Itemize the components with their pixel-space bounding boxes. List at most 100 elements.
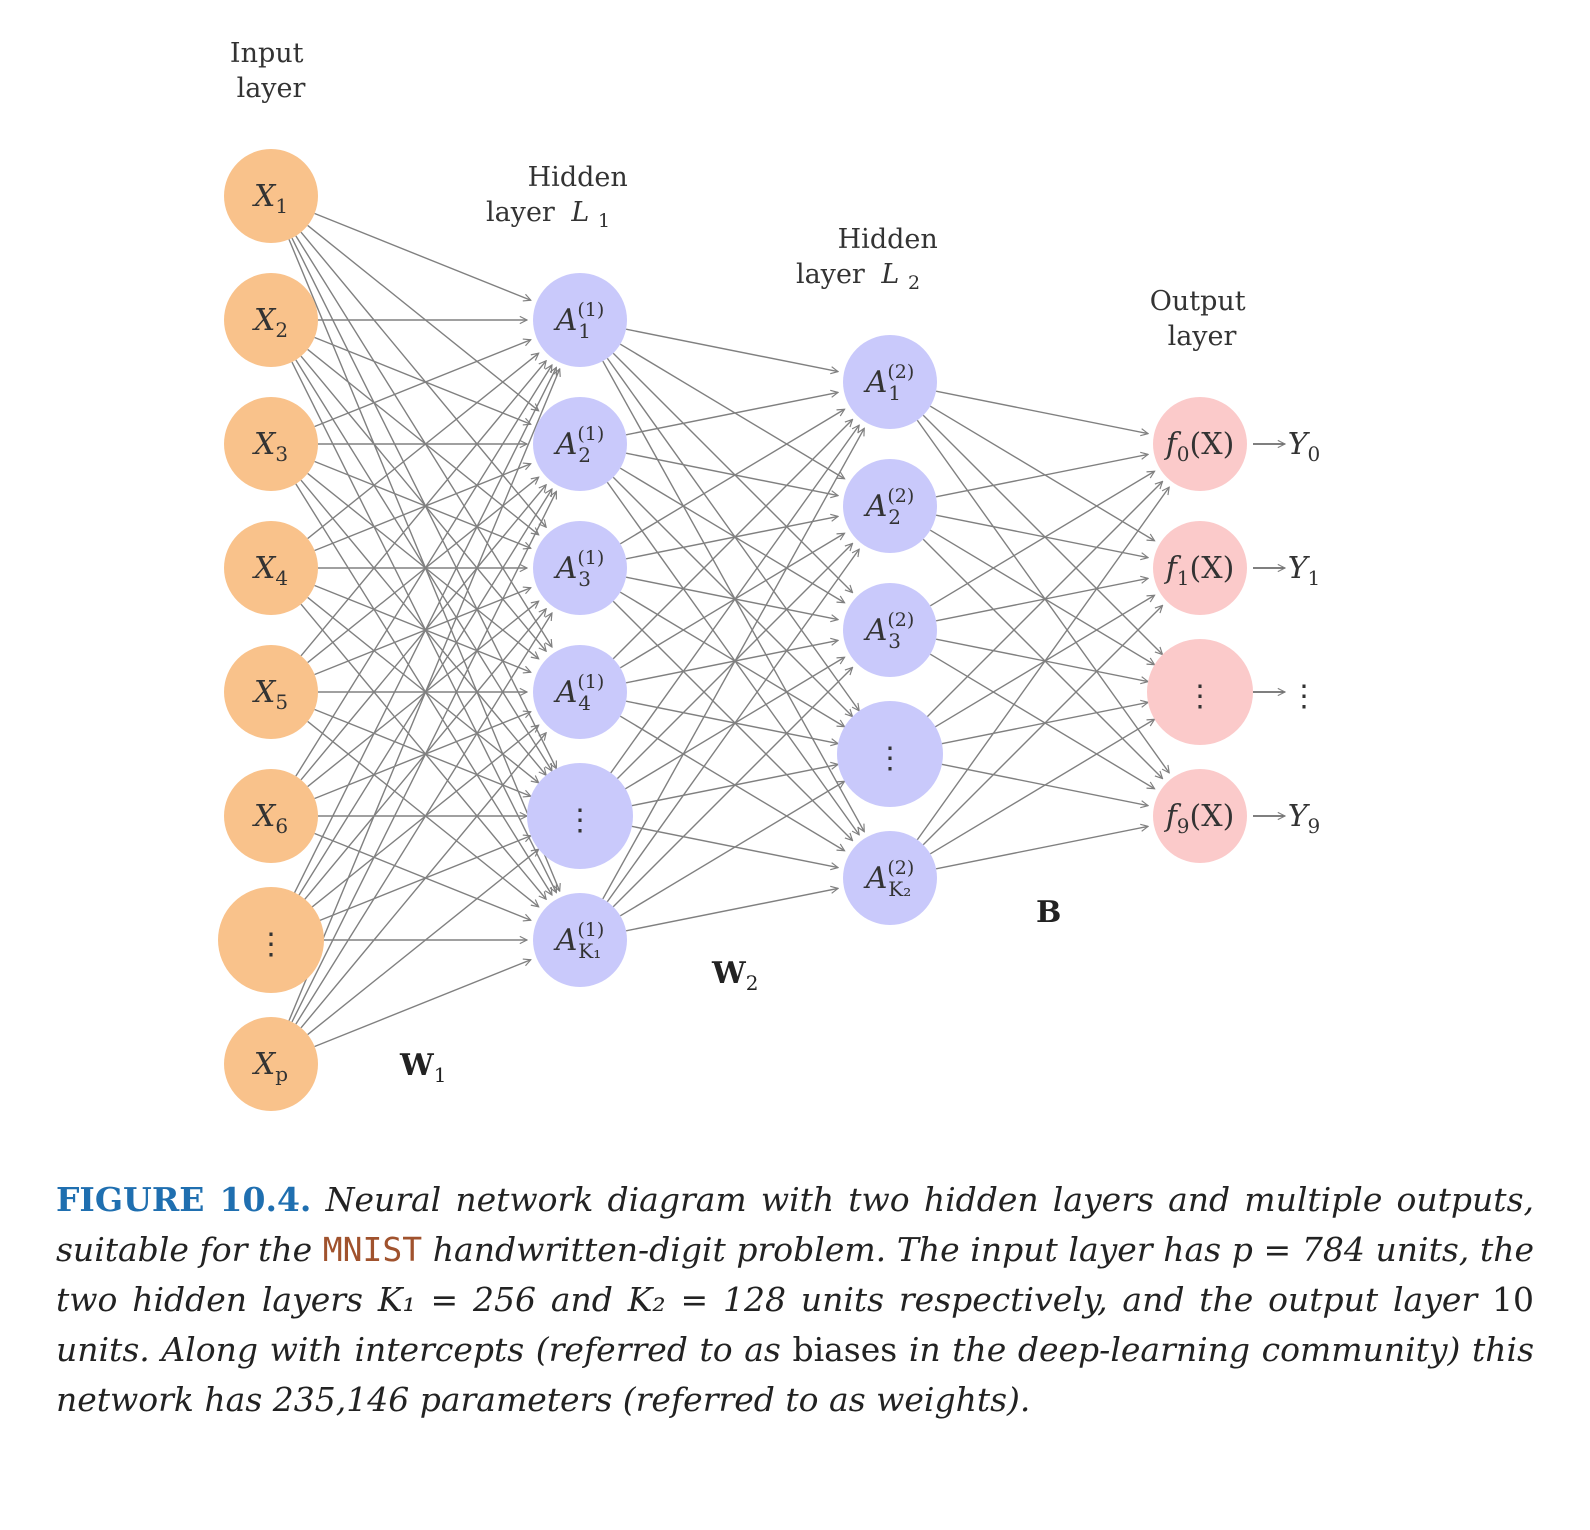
- edge-hidden2-2-to-output-1: [935, 454, 1148, 498]
- output-node-1: f0(X)Y0: [1153, 397, 1320, 491]
- output-y-label: Y1: [1288, 551, 1321, 590]
- caption-k2-equation: K₂ = 128: [627, 1280, 786, 1319]
- output-node-2: f1(X) Y1: [1153, 521, 1320, 615]
- output-y-label: Y9: [1288, 799, 1321, 838]
- input-node-circle: [224, 1017, 318, 1111]
- hidden1-node-3: A(1)3: [533, 521, 627, 615]
- edge-hidden1-2-to-hidden2-5: [606, 481, 859, 835]
- hidden2-node-3: A(2)3: [843, 583, 937, 677]
- input-node-label: X3: [252, 427, 288, 466]
- output-node-label: f1(X): [1164, 551, 1235, 590]
- edge-hidden2-3-to-output-2: [935, 578, 1148, 622]
- edge-input-4-to-hidden1-4: [314, 584, 531, 673]
- edge-hidden1-3-to-hidden2-5: [612, 600, 852, 840]
- edge-hidden1-4-to-hidden2-3: [625, 640, 838, 684]
- hidden1-node-5: ⋮: [527, 763, 633, 869]
- edge-hidden1-5-to-hidden2-3: [619, 657, 844, 793]
- edge-input-3-to-hidden1-6: [295, 483, 552, 895]
- edge-input-5-to-hidden1-6: [307, 720, 539, 906]
- hidden1-node-circle: [527, 763, 633, 869]
- input-node-label: X4: [252, 551, 288, 590]
- edge-input-1-to-hidden1-1: [314, 212, 531, 301]
- edge-hidden1-6-to-hidden2-3: [612, 667, 852, 908]
- hidden2-node-circle: [843, 335, 937, 429]
- input-node-5: X5: [224, 645, 318, 739]
- input-node-circle: [224, 769, 318, 863]
- edge-hidden1-3-to-hidden2-2: [625, 516, 838, 560]
- edge-hidden1-6-to-hidden2-4: [619, 781, 844, 917]
- input-node-circle: [224, 397, 318, 491]
- weight-w2-label: W2: [711, 956, 758, 995]
- edge-hidden1-3-to-hidden2-3: [625, 576, 838, 619]
- edge-input-6-to-hidden1-1: [295, 365, 552, 777]
- edge-input-8-to-hidden1-4: [300, 733, 546, 1029]
- caption-text-6: units. Along with intercepts (referred t…: [56, 1330, 781, 1369]
- edge-hidden1-2-to-hidden2-1: [625, 392, 838, 436]
- edge-hidden1-1-to-hidden2-2: [619, 343, 844, 479]
- edge-input-6-to-hidden1-3: [307, 601, 539, 788]
- output-node-label: f0(X): [1164, 427, 1235, 466]
- edge-hidden2-4-to-output-4: [935, 762, 1148, 805]
- output-y-label: ⋮: [1289, 679, 1319, 714]
- edge-input-5-to-hidden1-1: [300, 361, 546, 657]
- output-node-circle: [1153, 521, 1247, 615]
- input-node-circle: [218, 887, 324, 993]
- edge-hidden2-1-to-output-1: [935, 390, 1148, 433]
- output-node-4: f9(X) Y9: [1153, 769, 1320, 863]
- edge-input-5-to-hidden1-2: [307, 477, 539, 664]
- hidden1-node-1: A(1)1: [533, 273, 627, 367]
- edge-hidden1-4-to-hidden2-2: [619, 533, 844, 669]
- input-node-1: X1: [224, 149, 318, 243]
- edge-hidden1-5-to-hidden2-4: [625, 764, 838, 808]
- edge-input-6-to-hidden1-6: [314, 832, 531, 921]
- output-layer-title: Output layer: [1150, 286, 1255, 352]
- hidden2-node-label: A(2)1: [863, 361, 915, 405]
- caption-k1-equation: K₁ = 256: [377, 1280, 537, 1319]
- caption-text-2: handwritten-digit problem. The input lay…: [432, 1230, 1222, 1269]
- hidden1-node-label: A(1)3: [553, 547, 605, 591]
- edge-input-7-to-hidden1-5: [314, 836, 531, 924]
- hidden1-node-circle: [533, 521, 627, 615]
- edge-input-4-to-hidden1-2: [314, 464, 531, 552]
- edge-hidden1-6-to-hidden2-5: [625, 888, 838, 932]
- edge-hidden1-1-to-hidden2-3: [612, 352, 852, 592]
- edge-hidden2-5-to-output-1: [916, 487, 1169, 841]
- output-node-circle: [1153, 397, 1247, 491]
- edge-hidden1-6-to-hidden2-2: [606, 549, 859, 903]
- input-node-circle: [224, 273, 318, 367]
- output-node-circle: [1147, 639, 1253, 745]
- input-node-label: ⋮: [256, 927, 286, 962]
- weight-w1-label: W1: [399, 1048, 446, 1087]
- edge-hidden2-1-to-output-3: [922, 414, 1162, 654]
- edge-hidden1-5-to-hidden2-5: [625, 824, 838, 867]
- input-layer-title: Input layer: [230, 38, 312, 104]
- edge-hidden2-1-to-output-2: [929, 405, 1154, 541]
- input-node-2: X2: [224, 273, 318, 367]
- edge-input-8-to-hidden1-1: [288, 369, 560, 1021]
- edge-hidden2-4-to-output-2: [929, 595, 1154, 731]
- caption-code-mnist: MNIST: [322, 1230, 423, 1269]
- input-node-label: X2: [252, 303, 288, 342]
- edge-hidden2-5-to-output-4: [935, 826, 1148, 870]
- input-node-circle: [224, 149, 318, 243]
- hidden1-node-label: ⋮: [565, 803, 595, 838]
- edge-input-4-to-hidden1-1: [307, 353, 539, 540]
- edge-hidden2-5-to-output-2: [922, 605, 1162, 846]
- hidden1-node-circle: [533, 273, 627, 367]
- input-node-4: X4: [224, 521, 318, 615]
- edge-input-8-to-hidden1-6: [314, 960, 531, 1048]
- hidden2-node-4: ⋮: [837, 701, 943, 807]
- input-node-label: X1: [252, 179, 288, 218]
- edge-hidden1-5-to-hidden2-2: [612, 543, 852, 784]
- edge-hidden1-4-to-hidden2-1: [612, 419, 852, 660]
- edge-input-2-to-hidden1-3: [307, 348, 539, 534]
- edge-hidden1-1-to-hidden2-4: [606, 357, 859, 711]
- caption-text-7: in the deep-learning community) this net…: [56, 1330, 1535, 1419]
- edge-hidden1-1-to-hidden2-5: [602, 360, 864, 832]
- hidden2-node-5: A(2)K₂: [843, 831, 937, 925]
- output-node-label: f9(X): [1164, 799, 1235, 838]
- output-node-label: ⋮: [1185, 679, 1215, 714]
- hidden1-node-label: A(1)4: [553, 671, 605, 715]
- edge-hidden2-3-to-output-3: [935, 638, 1148, 681]
- hidden1-node-circle: [533, 397, 627, 491]
